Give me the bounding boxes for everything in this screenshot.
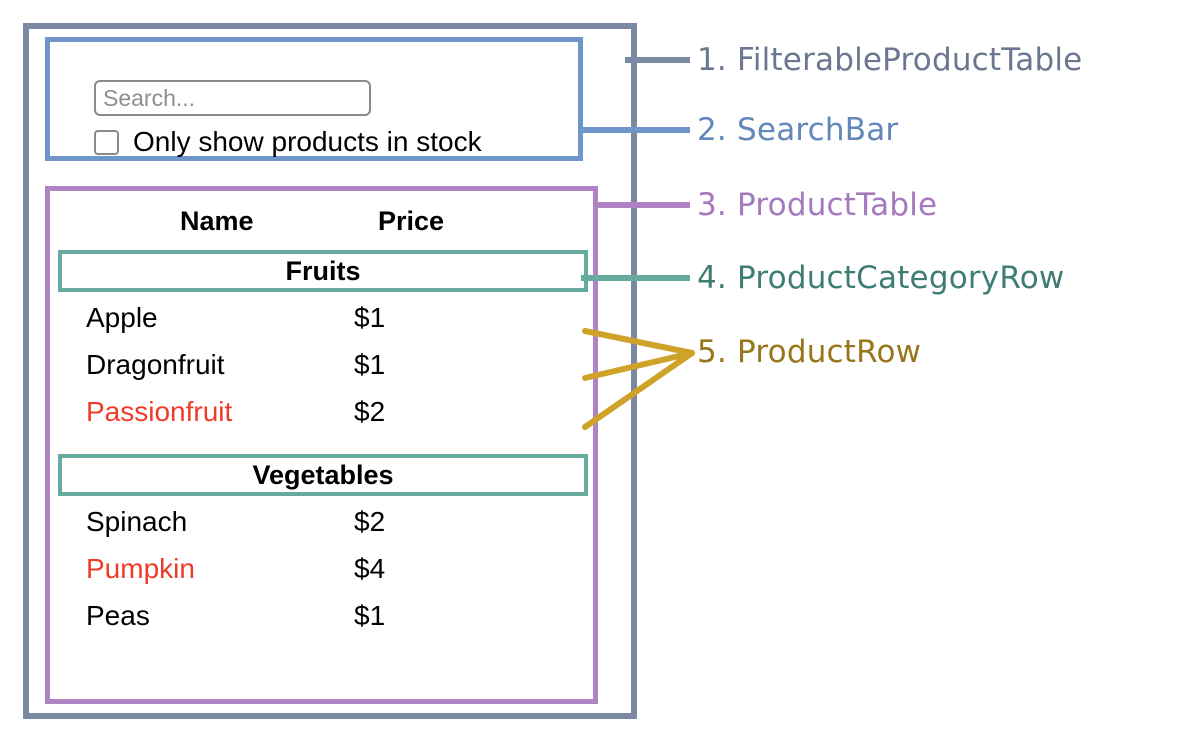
annotation-number-3: 3. [697, 187, 727, 223]
annotation-label-2: 2. SearchBar [697, 115, 898, 146]
product-price: $1 [354, 599, 386, 631]
product-name: Pumpkin [86, 552, 195, 584]
annotation-text-5: ProductRow [737, 334, 922, 370]
product-row[interactable]: Apple $1 [58, 295, 588, 340]
product-row[interactable]: Spinach $2 [58, 499, 588, 544]
product-row[interactable]: Pumpkin $4 [58, 546, 588, 591]
product-table-container: Name Price Fruits Apple $1 Dragonfruit $… [45, 186, 598, 704]
product-name: Peas [86, 599, 150, 631]
product-table-header-row: Name Price [50, 200, 593, 242]
group-spacer [58, 436, 588, 454]
annotation-label-5: 5. ProductRow [697, 337, 921, 368]
annotation-label-1: 1. FilterableProductTable [697, 45, 1082, 76]
search-input[interactable] [94, 80, 371, 116]
product-category-label: Vegetables [252, 459, 394, 490]
annotation-number-2: 2. [697, 112, 727, 148]
product-name: Passionfruit [86, 395, 233, 427]
product-row[interactable]: Dragonfruit $1 [58, 342, 588, 387]
annotation-text-2: SearchBar [737, 112, 899, 148]
annotation-text-1: FilterableProductTable [737, 42, 1083, 78]
product-name: Spinach [86, 505, 188, 537]
annotation-text-4: ProductCategoryRow [737, 260, 1065, 296]
product-price: $1 [354, 348, 386, 380]
in-stock-checkbox-row[interactable]: Only show products in stock [94, 128, 482, 156]
product-price: $2 [354, 395, 386, 427]
product-price: $2 [354, 505, 386, 537]
product-category-row: Fruits [58, 250, 588, 292]
annotation-label-4: 4. ProductCategoryRow [697, 263, 1064, 294]
product-category-row: Vegetables [58, 454, 588, 496]
product-name: Apple [86, 301, 158, 333]
product-price: $1 [354, 301, 386, 333]
product-row[interactable]: Passionfruit $2 [58, 389, 588, 434]
product-category-label: Fruits [285, 255, 361, 286]
in-stock-checkbox-label: Only show products in stock [133, 126, 482, 157]
product-price: $4 [354, 552, 386, 584]
annotation-number-1: 1. [697, 42, 727, 78]
column-header-name: Name [180, 205, 254, 236]
annotation-text-3: ProductTable [737, 187, 938, 223]
search-bar-container: Only show products in stock [45, 37, 583, 161]
column-header-price: Price [378, 205, 445, 236]
product-rows-area: Fruits Apple $1 Dragonfruit $1 Passionfr… [58, 250, 588, 640]
product-name: Dragonfruit [86, 348, 225, 380]
annotation-number-5: 5. [697, 334, 727, 370]
in-stock-checkbox[interactable] [94, 129, 119, 155]
annotation-number-4: 4. [697, 260, 727, 296]
annotation-label-3: 3. ProductTable [697, 190, 937, 221]
product-row[interactable]: Peas $1 [58, 593, 588, 638]
